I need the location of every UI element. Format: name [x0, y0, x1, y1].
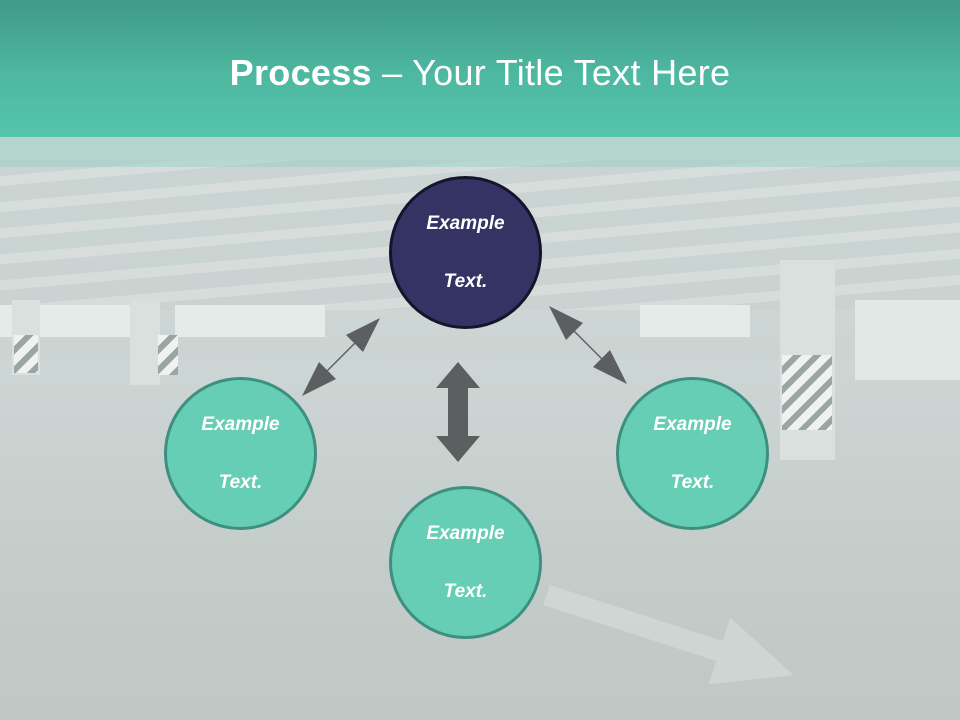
node-bottom-line1: Example	[426, 523, 505, 544]
background-pillar	[130, 300, 160, 385]
background-window	[175, 305, 325, 337]
double-arrow-vertical	[436, 362, 480, 462]
background-pillar-stripe	[158, 335, 178, 375]
background-pillar-stripe	[782, 355, 832, 430]
background-wall	[855, 300, 960, 380]
node-bottom-line2: Text.	[443, 581, 488, 602]
node-top-line2: Text.	[443, 271, 488, 292]
background-window	[640, 305, 750, 337]
title-rest: – Your Title Text Here	[371, 52, 731, 93]
double-arrow-right-diagonal	[549, 306, 627, 384]
node-top-line1: Example	[426, 213, 505, 234]
node-left-line2: Text.	[218, 472, 263, 493]
node-left-line1: Example	[201, 414, 280, 435]
node-right-line2: Text.	[670, 472, 715, 493]
title-bar	[0, 0, 960, 137]
node-right-line1: Example	[653, 414, 732, 435]
double-arrow-left-diagonal	[302, 318, 380, 396]
title-bar-fade	[0, 137, 960, 167]
background-pillar-stripe	[14, 335, 38, 373]
title-bold: Process	[229, 52, 372, 93]
slide-title: Process – Your Title Text Here	[0, 52, 960, 94]
